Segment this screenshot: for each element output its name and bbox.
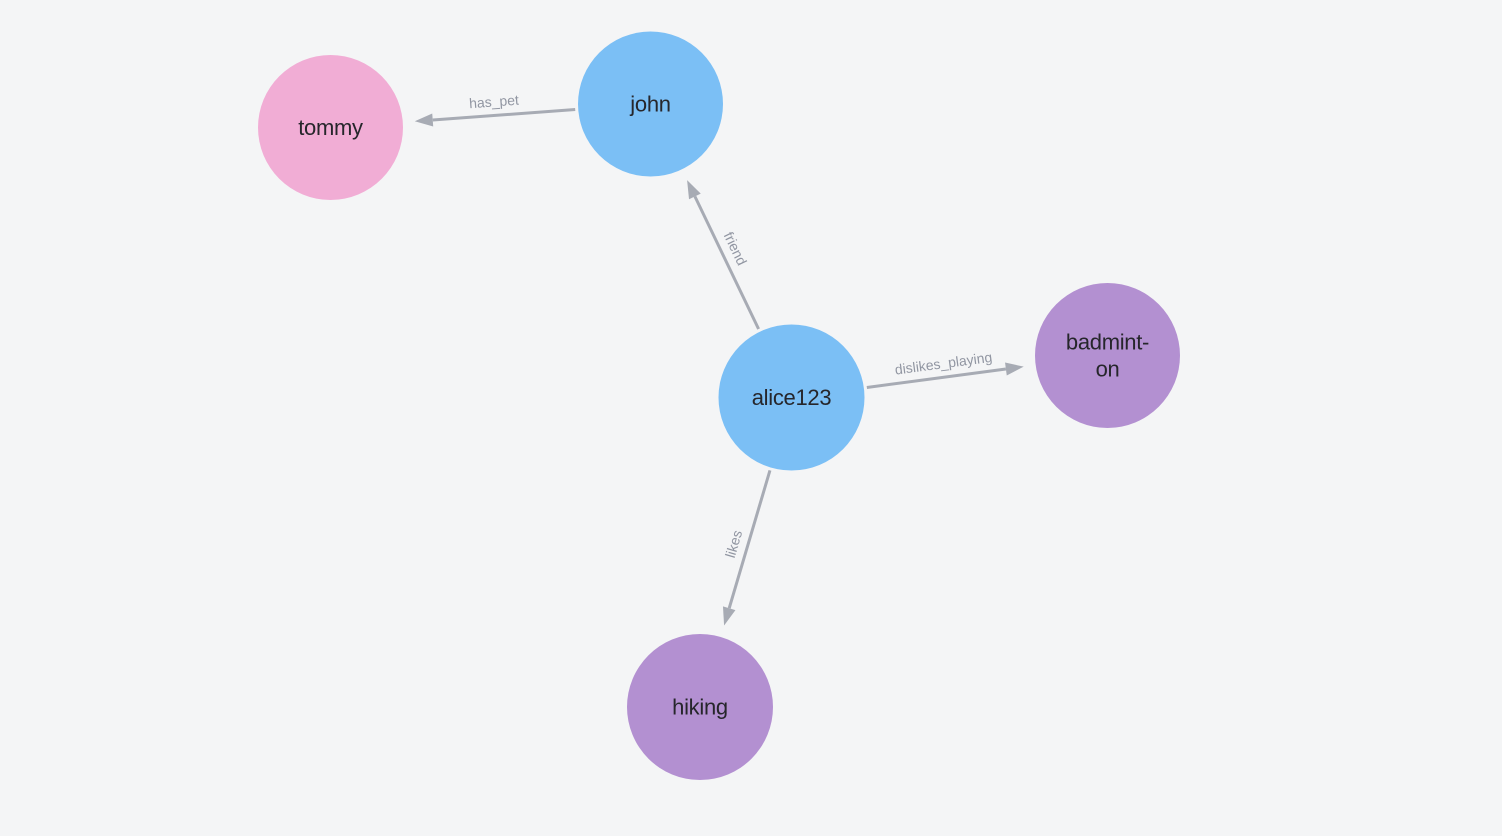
node-label: badmint- (1066, 330, 1149, 355)
node-alice123[interactable]: alice123 (718, 324, 865, 471)
node-label: on (1096, 357, 1120, 382)
node-layer: tommy john alice123 badmint-on hiking (258, 31, 1180, 780)
edge-arrowhead (722, 606, 736, 626)
node-label: tommy (298, 115, 363, 140)
node-circle (258, 55, 403, 200)
node-hiking[interactable]: hiking (627, 634, 773, 780)
node-tommy[interactable]: tommy (258, 55, 403, 200)
edge-arrowhead (1005, 362, 1024, 376)
node-circle (1035, 283, 1180, 428)
node-label: john (629, 92, 670, 117)
edge-line (693, 195, 760, 330)
edge-line (727, 469, 772, 609)
node-circle (578, 31, 723, 177)
node-label: hiking (672, 695, 728, 720)
edge-arrowhead (414, 113, 434, 127)
edge-label: has_pet (469, 92, 520, 112)
edge-friend[interactable]: friend (687, 180, 760, 330)
edge-has_pet[interactable]: has_pet (414, 92, 576, 127)
edge-label: likes (722, 528, 745, 559)
node-badminton[interactable]: badmint-on (1035, 283, 1180, 428)
node-label: alice123 (752, 385, 832, 410)
node-circle (627, 634, 773, 780)
node-john[interactable]: john (578, 31, 723, 177)
edge-arrowhead (687, 180, 701, 200)
edge-likes[interactable]: likes (722, 469, 772, 626)
node-circle (718, 324, 865, 471)
edge-line (866, 367, 1007, 389)
edge-line (432, 108, 576, 122)
edge-dislikes_playing[interactable]: dislikes_playing (866, 349, 1024, 389)
